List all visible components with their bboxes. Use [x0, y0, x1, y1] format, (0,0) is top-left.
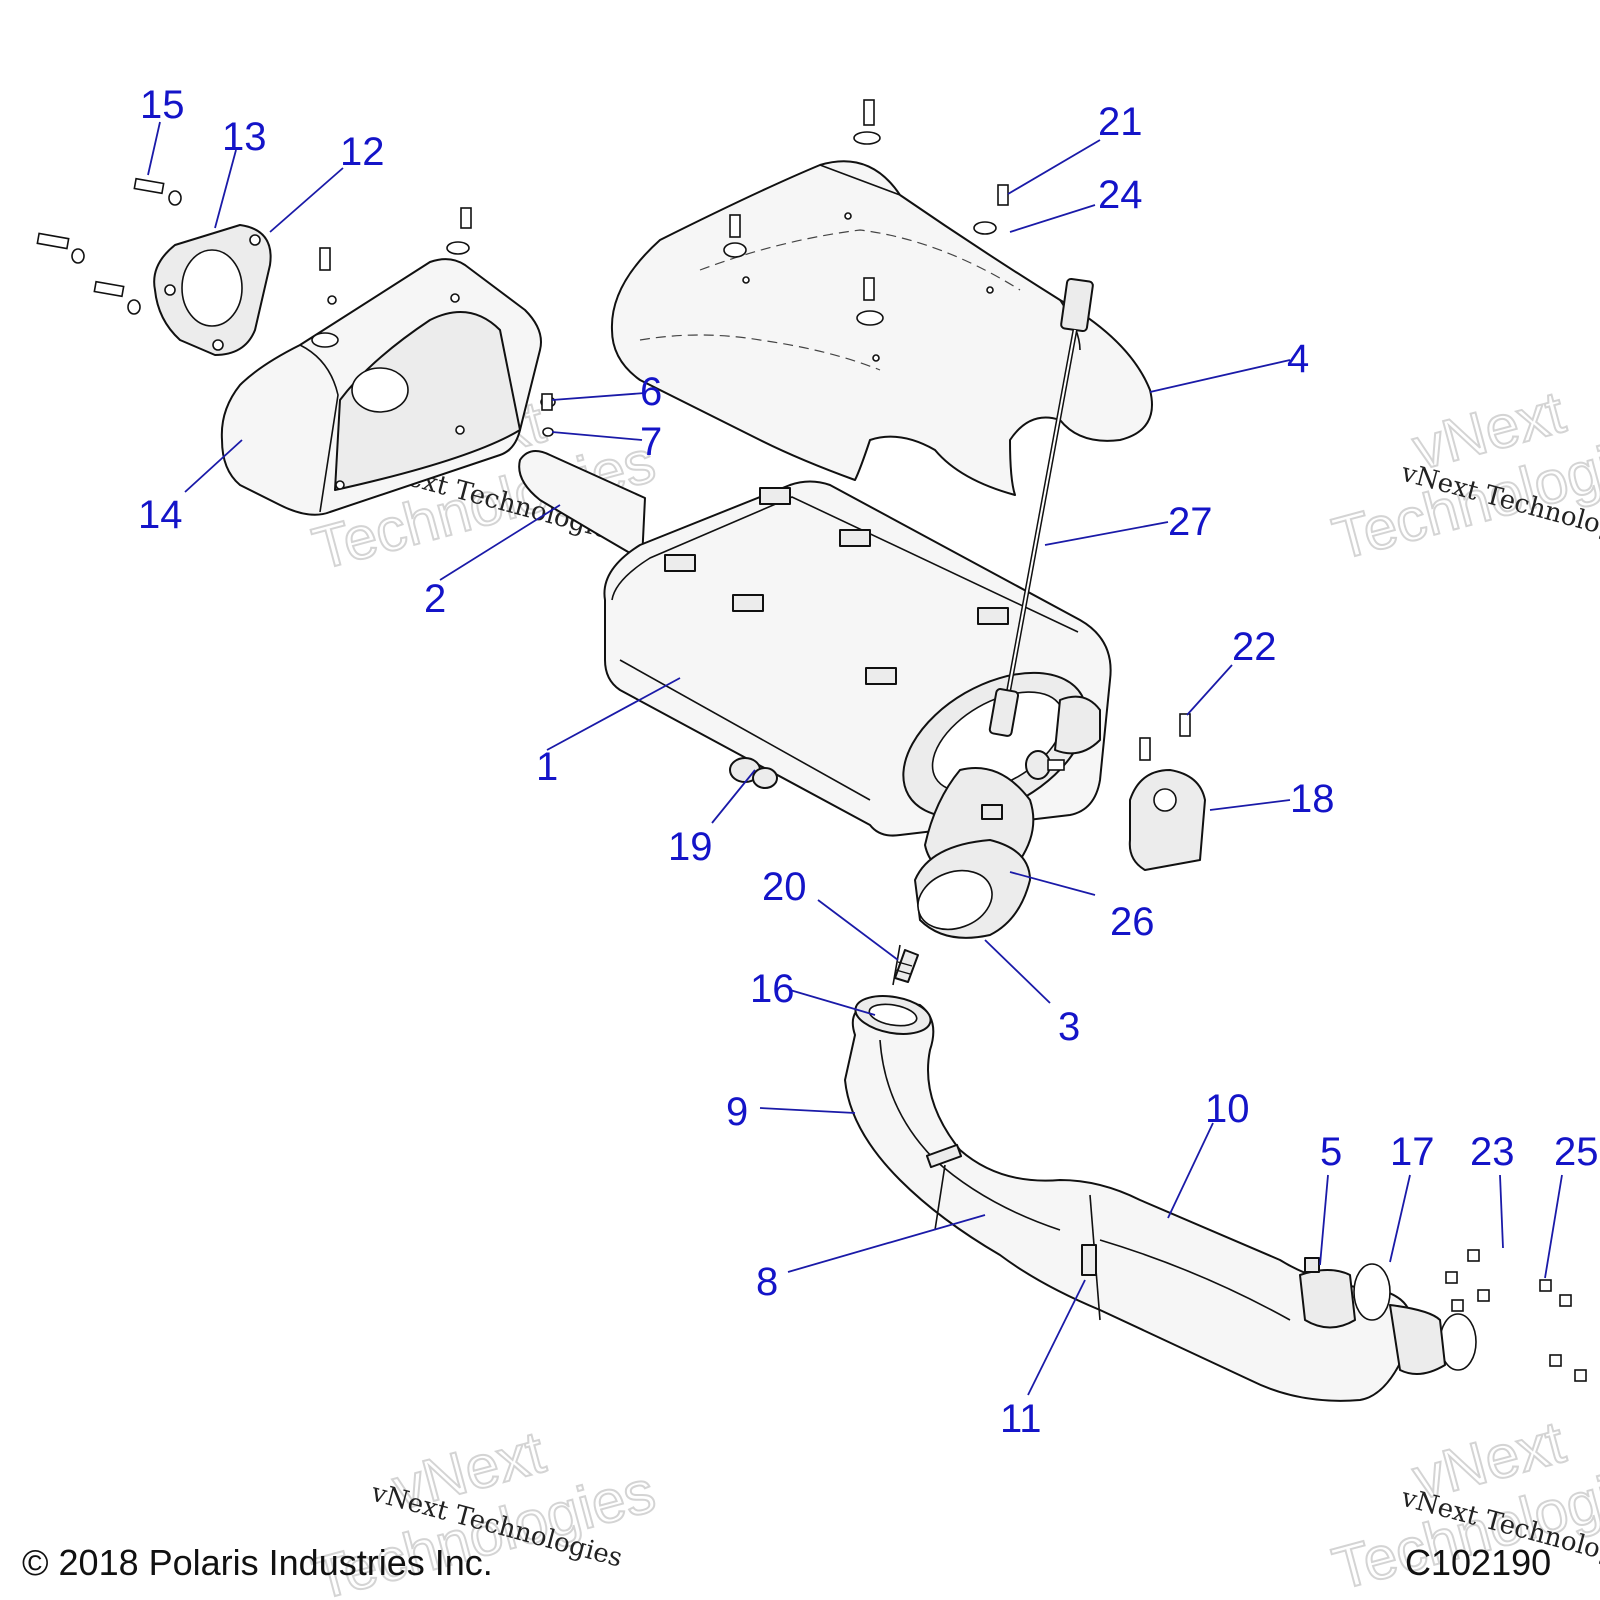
hole-icon	[335, 480, 345, 490]
callout-13: 13	[222, 115, 267, 159]
part-14-rear-heat-shield	[220, 207, 542, 516]
washer-icon	[973, 221, 997, 235]
pin-icon	[1047, 759, 1065, 771]
callout-labels: 15 13 12 14 6 7 2 1 19 4 21 24 27 22 18 …	[138, 83, 1599, 1441]
callout-3: 3	[1058, 1005, 1080, 1049]
callout-11: 11	[1000, 1397, 1042, 1441]
bracket-icon	[977, 607, 1009, 625]
callout-25: 25	[1554, 1130, 1599, 1174]
nut-icon	[168, 190, 182, 206]
bolt-icon	[1139, 737, 1151, 761]
callout-27: 27	[1168, 500, 1213, 544]
bracket-icon	[732, 594, 764, 612]
clip-icon	[981, 804, 1003, 820]
callout-6: 6	[640, 370, 662, 414]
nut-icon	[1467, 1249, 1480, 1262]
washer-icon	[311, 332, 339, 348]
part-12-13-flange-gasket	[36, 177, 272, 356]
hole-icon	[986, 286, 994, 294]
nut-icon	[1574, 1369, 1587, 1382]
bracket-icon	[839, 529, 871, 547]
nut-icon	[127, 299, 141, 315]
hole-icon	[455, 425, 465, 435]
hole-icon	[212, 339, 224, 351]
part-1-muffler	[603, 480, 1112, 837]
nut-icon	[1477, 1289, 1490, 1302]
washer-icon	[856, 310, 884, 326]
nut-icon	[1539, 1279, 1552, 1292]
callout-23: 23	[1470, 1130, 1515, 1174]
clamp-icon	[1304, 1257, 1320, 1273]
callout-12: 12	[340, 130, 385, 174]
hole-icon	[249, 234, 261, 246]
nut-icon	[1451, 1299, 1464, 1312]
part-9-8-10-head-pipe	[844, 995, 1477, 1402]
callout-22: 22	[1232, 625, 1277, 669]
callout-9: 9	[726, 1090, 748, 1134]
part-18-bracket	[1128, 713, 1206, 871]
clamp-icon	[925, 1143, 963, 1169]
hole-icon	[450, 293, 460, 303]
callout-16: 16	[750, 967, 795, 1011]
callout-18: 18	[1290, 777, 1335, 821]
bolt-icon	[1179, 713, 1191, 737]
callout-7: 7	[640, 420, 662, 464]
callout-19: 19	[668, 825, 713, 869]
bolt-icon	[93, 280, 125, 298]
part-27-o2-sensor	[988, 277, 1094, 737]
washer-icon	[723, 242, 747, 258]
callout-17: 17	[1390, 1130, 1435, 1174]
part-26-inlet-shield	[914, 767, 1035, 939]
bolt-icon	[863, 99, 875, 126]
bolt-icon	[319, 247, 331, 271]
callout-10: 10	[1205, 1087, 1250, 1131]
clamp-icon	[1081, 1244, 1097, 1276]
washer-icon	[853, 131, 881, 145]
bolt-icon	[36, 232, 70, 250]
grommet-icon	[1025, 750, 1051, 780]
callout-5: 5	[1320, 1130, 1342, 1174]
callout-2: 2	[424, 577, 446, 621]
hole-icon	[164, 284, 176, 296]
callout-8: 8	[756, 1260, 778, 1304]
part-2-small-heat-shield	[518, 393, 646, 561]
nut-icon	[542, 427, 554, 437]
bolt-icon	[133, 177, 165, 195]
hole-icon	[844, 212, 852, 220]
callout-1: 1	[536, 745, 558, 789]
washer-icon	[446, 241, 470, 255]
nut-icon	[1549, 1354, 1562, 1367]
hole-icon	[742, 276, 750, 284]
bolt-icon	[997, 184, 1009, 206]
leader-lines	[147, 121, 1563, 1396]
bracket-icon	[865, 667, 897, 685]
bolt-icon	[460, 207, 472, 229]
copyright-text: © 2018 Polaris Industries Inc.	[22, 1542, 493, 1583]
callout-24: 24	[1098, 173, 1143, 217]
part-23-25-nuts	[1445, 1249, 1587, 1382]
part-19-grommet	[729, 757, 778, 789]
callout-20: 20	[762, 865, 807, 909]
bracket-icon	[759, 487, 791, 505]
hole-icon	[872, 354, 880, 362]
nut-icon	[71, 248, 85, 264]
callout-21: 21	[1098, 100, 1143, 144]
hole-icon	[327, 295, 337, 305]
bolt-icon	[729, 214, 741, 238]
nut-icon	[1559, 1294, 1572, 1307]
callout-15: 15	[140, 83, 185, 127]
callout-14: 14	[138, 493, 183, 537]
nut-icon	[1445, 1271, 1458, 1284]
callout-4: 4	[1287, 337, 1309, 381]
part-4-upper-heat-shield	[610, 99, 1153, 496]
bolt-icon	[541, 393, 553, 411]
part-20-spring	[892, 944, 919, 986]
drawing-id: C102190	[1405, 1542, 1551, 1583]
bracket-icon	[664, 554, 696, 572]
bolt-icon	[863, 277, 875, 301]
callout-26: 26	[1110, 900, 1155, 944]
